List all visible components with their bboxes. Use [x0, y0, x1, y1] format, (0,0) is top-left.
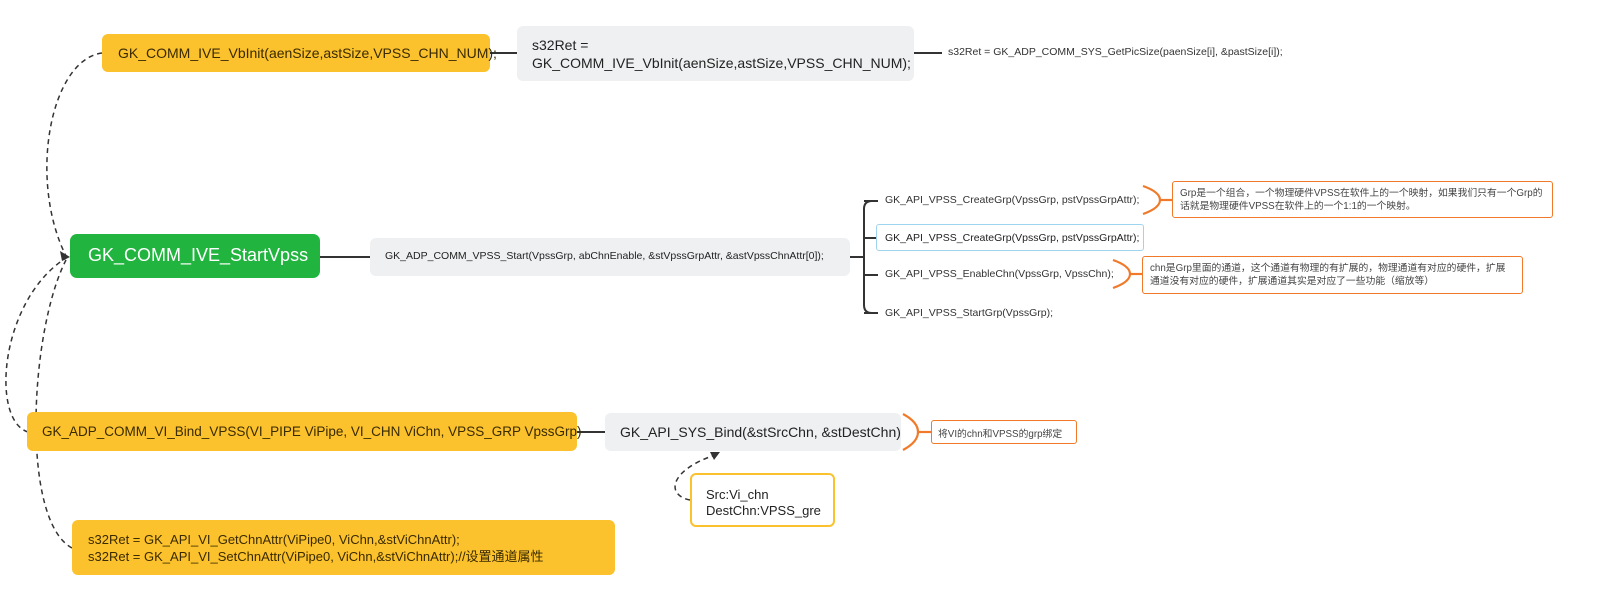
- getpicsize-subtopic[interactable]: s32Ret = GK_ADP_COMM_SYS_GetPicSize(paen…: [948, 46, 1283, 58]
- startvpss-label: GK_COMM_IVE_StartVpss: [88, 245, 309, 265]
- bind-note-text: 将VI的chn和VPSS的grp绑定: [938, 429, 1063, 440]
- bind-callout-note[interactable]: 将VI的chn和VPSS的grp绑定: [931, 420, 1077, 444]
- chn-callout-note[interactable]: chn是Grp里面的通道，这个通道有物理的有扩展的，物理通道有对应的硬件，扩展通…: [1142, 256, 1523, 294]
- startvpss-central-topic[interactable]: GK_COMM_IVE_StartVpss: [70, 234, 320, 278]
- creategrp-2-label: GK_API_VPSS_CreateGrp(VpssGrp, pstVpssGr…: [885, 232, 1140, 244]
- vbinit-label: GK_COMM_IVE_VbInit(aenSize,astSize,VPSS_…: [118, 45, 497, 61]
- enablechn-subtopic[interactable]: GK_API_VPSS_EnableChn(VpssGrp, VpssChn);: [885, 268, 1114, 280]
- grp-note-text: Grp是一个组合，一个物理硬件VPSS在软件上的一个映射，如果我们只有一个Grp…: [1180, 188, 1543, 212]
- src-dest-subtopic[interactable]: Src:Vi_chn DestChn:VPSS_gre: [690, 473, 835, 527]
- s32ret-vbinit-subtopic[interactable]: s32Ret = GK_COMM_IVE_VbInit(aenSize,astS…: [517, 26, 914, 81]
- grp-callout-note[interactable]: Grp是一个组合，一个物理硬件VPSS在软件上的一个映射，如果我们只有一个Grp…: [1172, 181, 1553, 218]
- vi-bind-vpss-topic[interactable]: GK_ADP_COMM_VI_Bind_VPSS(VI_PIPE ViPipe,…: [27, 412, 581, 451]
- chn-attr-topic[interactable]: s32Ret = GK_API_VI_GetChnAttr(ViPipe0, V…: [72, 520, 615, 575]
- vpss-start-subtopic[interactable]: GK_ADP_COMM_VPSS_Start(VpssGrp, abChnEna…: [370, 238, 850, 276]
- vi-bind-vpss-label: GK_ADP_COMM_VI_Bind_VPSS(VI_PIPE ViPipe,…: [42, 424, 582, 439]
- vpss-start-label: GK_ADP_COMM_VPSS_Start(VpssGrp, abChnEna…: [385, 250, 824, 262]
- creategrp-subtopic-2[interactable]: GK_API_VPSS_CreateGrp(VpssGrp, pstVpssGr…: [876, 224, 1144, 251]
- creategrp-subtopic-1[interactable]: GK_API_VPSS_CreateGrp(VpssGrp, pstVpssGr…: [885, 194, 1140, 206]
- vbinit-topic[interactable]: GK_COMM_IVE_VbInit(aenSize,astSize,VPSS_…: [102, 34, 497, 72]
- startgrp-subtopic[interactable]: GK_API_VPSS_StartGrp(VpssGrp);: [885, 307, 1054, 319]
- sys-bind-label: GK_API_SYS_Bind(&stSrcChn, &stDestChn): [620, 424, 901, 440]
- chn-note-text: chn是Grp里面的通道，这个通道有物理的有扩展的，物理通道有对应的硬件，扩展通…: [1150, 263, 1506, 287]
- sys-bind-subtopic[interactable]: GK_API_SYS_Bind(&stSrcChn, &stDestChn): [605, 413, 901, 451]
